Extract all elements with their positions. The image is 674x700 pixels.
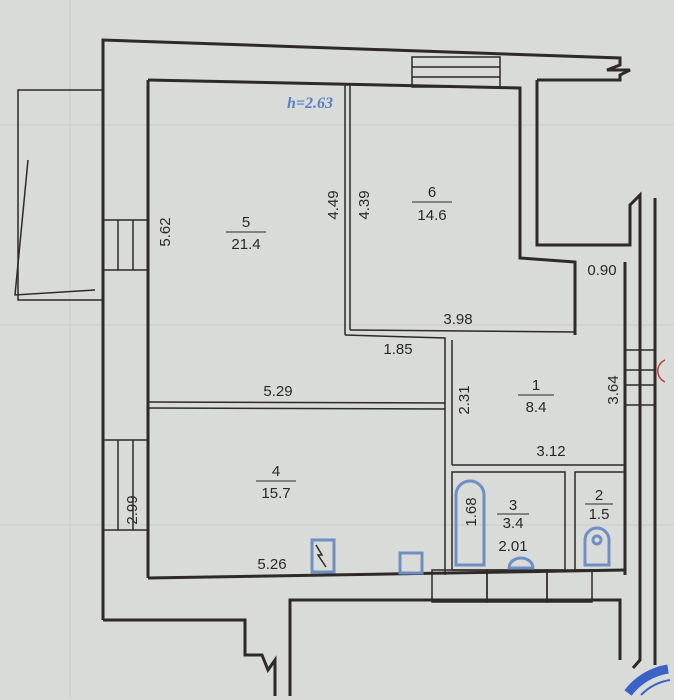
dimension-1-68: 1.68 — [463, 497, 480, 526]
outer-walls — [14, 38, 657, 696]
room-1-area: 8.4 — [526, 399, 547, 416]
sink-icon — [507, 556, 535, 570]
dimension-5-62: 5.62 — [157, 217, 174, 246]
ceiling-height: h=2.63 — [287, 95, 333, 112]
room-5-area: 21.4 — [231, 236, 260, 253]
room-5-number: 5 — [242, 214, 250, 231]
dimension-3-98: 3.98 — [443, 311, 472, 328]
dimension-2-31: 2.31 — [456, 385, 473, 414]
dimension-4-49: 4.49 — [325, 190, 342, 219]
dimension-5-26: 5.26 — [257, 556, 286, 573]
stamp — [624, 664, 671, 696]
dimension-0-90: 0.90 — [587, 262, 616, 279]
room-2-number: 2 — [595, 487, 603, 504]
room-3-number: 3 — [509, 497, 517, 514]
interior-walls — [146, 78, 627, 603]
stove-icon — [310, 538, 336, 574]
room-6-area: 14.6 — [417, 207, 446, 224]
kitchen-sink-icon — [398, 551, 424, 575]
room-1-number: 1 — [532, 377, 540, 394]
dimension-3-12: 3.12 — [536, 443, 565, 460]
dimension-4-39: 4.39 — [356, 190, 373, 219]
dimension-2-01: 2.01 — [498, 538, 527, 555]
room-6-number: 6 — [428, 184, 436, 201]
red-mark — [657, 359, 666, 383]
dimension-2-99: 2.99 — [124, 495, 141, 524]
bathtub-icon — [454, 479, 486, 567]
room-4-number: 4 — [272, 463, 280, 480]
dimension-1-85: 1.85 — [383, 341, 412, 358]
room-3-area: 3.4 — [503, 515, 524, 532]
toilet-icon — [583, 526, 611, 567]
room-4-area: 15.7 — [261, 485, 290, 502]
dimension-5-29: 5.29 — [263, 383, 292, 400]
room-2-area: 1.5 — [589, 506, 610, 523]
dimension-3-64: 3.64 — [605, 375, 622, 404]
windows — [102, 56, 656, 531]
